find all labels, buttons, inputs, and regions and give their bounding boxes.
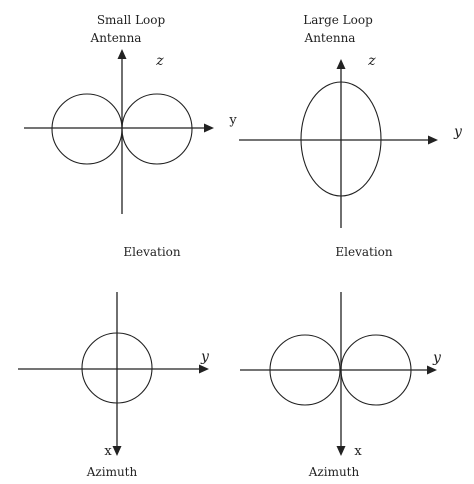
y-axis-label: y [228, 113, 237, 128]
radiation-pattern-circle [81, 332, 153, 404]
large-loop-elevation-panel: Large Loop Antenna z y Elevation [239, 13, 463, 259]
y-axis-label: y [432, 350, 442, 366]
left-radiation-lobe [269, 334, 341, 406]
z-axis-arrowhead [117, 49, 127, 59]
small-loop-title-line1: Small Loop [97, 13, 166, 27]
y-axis-label: y [200, 349, 210, 365]
z-axis-label: z [367, 53, 376, 69]
left-radiation-lobe [51, 93, 123, 165]
z-axis-label: z [155, 53, 164, 69]
x-axis-label: x [354, 444, 362, 459]
azimuth-caption: Azimuth [308, 465, 360, 479]
right-radiation-lobe [340, 334, 412, 406]
right-radiation-lobe [121, 93, 193, 165]
small-loop-title-line2: Antenna [90, 31, 142, 45]
x-axis-arrowhead [336, 446, 346, 456]
small-loop-elevation-panel: Small Loop Antenna z y Elevation [24, 13, 237, 259]
y-axis-arrowhead [204, 123, 214, 133]
elevation-caption: Elevation [123, 245, 181, 259]
small-loop-azimuth-panel: y x Azimuth [18, 292, 210, 479]
x-axis-arrowhead [112, 446, 122, 456]
y-axis-label: y [453, 124, 463, 140]
x-axis-label: x [104, 444, 112, 459]
azimuth-caption: Azimuth [86, 465, 138, 479]
large-loop-title-line2: Antenna [304, 31, 356, 45]
y-axis-arrowhead [199, 364, 209, 374]
elevation-caption: Elevation [335, 245, 393, 259]
radiation-pattern-ellipse [300, 81, 382, 197]
large-loop-title-line1: Large Loop [303, 13, 373, 27]
y-axis-arrowhead [428, 135, 438, 145]
z-axis-arrowhead [336, 59, 346, 69]
large-loop-azimuth-panel: y x Azimuth [240, 292, 442, 479]
y-axis-arrowhead [427, 365, 437, 375]
